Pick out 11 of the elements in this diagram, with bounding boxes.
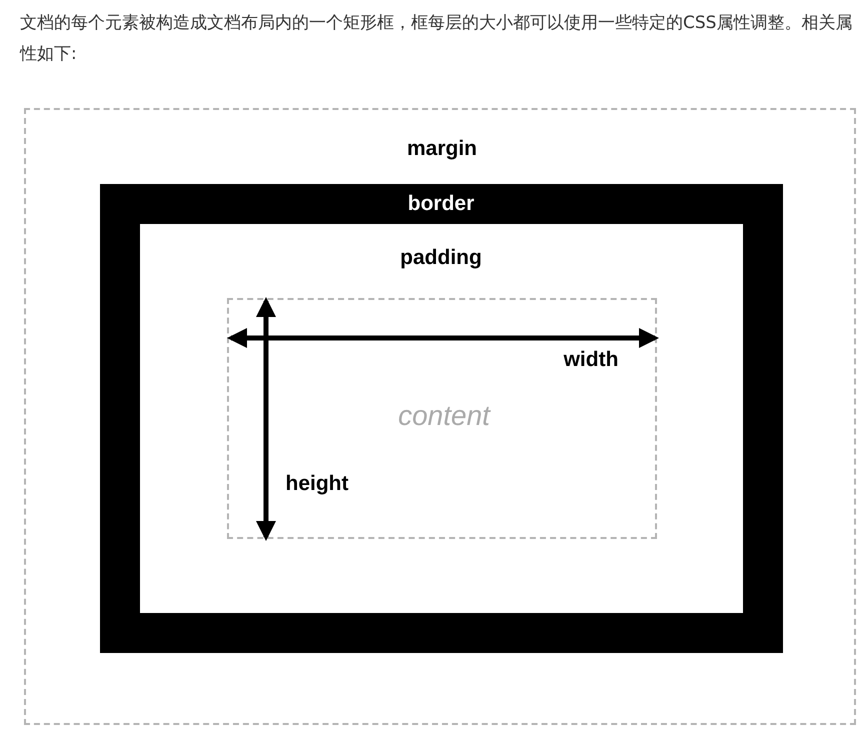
- dimension-label: width: [564, 348, 618, 372]
- border-box: [100, 184, 783, 653]
- box-label: padding: [400, 246, 482, 270]
- box-label: margin: [407, 137, 477, 161]
- box-label: content: [398, 400, 490, 432]
- margin-box: [24, 108, 856, 725]
- content-box: [227, 298, 657, 539]
- dimension-label: height: [286, 472, 348, 496]
- intro-paragraph: 文档的每个元素被构造成文档布局内的一个矩形框，框每层的大小都可以使用一些特定的CSS属性调整。相关属性如下:: [20, 12, 854, 66]
- box-label: border: [408, 192, 474, 216]
- padding-box: [140, 224, 743, 613]
